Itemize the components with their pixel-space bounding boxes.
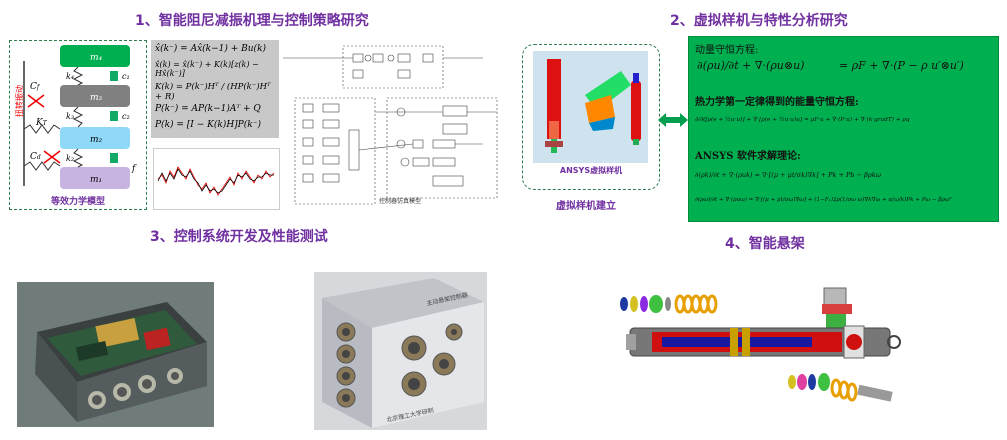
ansys-label: ANSYS虚拟样机	[559, 166, 623, 175]
signal-trace-black	[157, 168, 274, 194]
section-title-4: 4、智能悬架	[725, 236, 805, 252]
kalman-line-1: x̂(k⁻) = Ax̂(k−1) + Bu(k)	[155, 44, 267, 54]
controller-board-svg	[17, 282, 214, 427]
section-title-2: 2、虚拟样机与特性分析研究	[670, 13, 848, 29]
controller-box-photo: 主动悬架控制器 北京理工大学研制	[314, 272, 487, 430]
mass-m2	[60, 127, 130, 149]
eq-k: ∂(ρk)/∂t + ∇·(ρuk) = ∇·[(μ + μt/σk)∇k] +…	[695, 171, 881, 179]
kalman-line-5: P(k) = [I − K(k)H]P(k⁻)	[155, 120, 261, 130]
svg-text:f: f	[131, 164, 137, 174]
virtual-build-label: 虚拟样机建立	[556, 201, 616, 212]
equations-panel: 动量守恒方程: ∂(ρu)/∂t + ∇·(ρu⊗u) = ρF + ∇·(P …	[688, 36, 999, 222]
kalman-line-4: P(k⁻) = AP(k−1)Aᵀ + Q	[155, 104, 261, 114]
kalman-line-3: K(k) = P(k⁻)Hᵀ / (HP(k⁻)Hᵀ + R)	[155, 82, 271, 102]
eq-heading-ansys: ANSYS 软件求解理论:	[695, 151, 801, 162]
section-title-3: 3、控制系统开发及性能测试	[150, 229, 328, 245]
control-block-diagram: 控制器仿真模型	[283, 40, 508, 210]
eq-momentum-right: = ρF + ∇·(P − ρ u′⊗u′)	[839, 59, 964, 72]
mechanical-model-diagram: m₄ m₃ m₂ m₁ k₄ k₃ k₂ c₁ c₂ Cf KT Cd 扭转振动…	[14, 45, 137, 189]
eq-momentum-left: ∂(ρu)/∂t + ∇·(ρu⊗u)	[697, 59, 805, 72]
eq-omega: ∂(ρω)/∂t + ∇·(ρuω) = ∇·[(μ + μt/σω)∇ω] +…	[695, 197, 952, 203]
signal-plot	[153, 148, 280, 210]
svg-text:KT: KT	[35, 118, 48, 128]
eq-heading-energy: 热力学第一定律得到的能量守恒方程:	[695, 97, 859, 108]
svg-text:Cf: Cf	[30, 82, 41, 92]
svg-text:m₂: m₂	[90, 135, 103, 145]
svg-text:k₃: k₃	[66, 112, 74, 121]
mass-m1	[60, 167, 130, 189]
mass-m4	[60, 45, 130, 67]
control-block-caption: 控制器仿真模型	[379, 198, 422, 205]
svg-text:k₂: k₂	[66, 154, 74, 163]
eq-heading-momentum: 动量守恒方程:	[695, 45, 759, 56]
suspension-svg	[620, 287, 901, 402]
svg-text:c₂: c₂	[122, 112, 130, 121]
svg-text:m₁: m₁	[90, 175, 102, 185]
mechanical-model-panel: m₄ m₃ m₂ m₁ k₄ k₃ k₂ c₁ c₂ Cf KT Cd 扭转振动…	[9, 40, 147, 210]
kalman-line-2: x̂(k) = x̂(k⁻) + K(k)[z(k) − Hx̂(k⁻)]	[155, 60, 259, 78]
controller-box-svg	[314, 272, 487, 430]
virtual-prototype-panel: ANSYS虚拟样机	[522, 44, 660, 190]
svg-text:c₁: c₁	[122, 72, 130, 81]
svg-text:k₄: k₄	[66, 72, 74, 81]
control-block-svg	[283, 45, 498, 205]
ansys-model-svg	[545, 59, 641, 153]
model-caption: 等效力学模型	[50, 197, 105, 207]
signal-plot-svg	[157, 166, 275, 196]
kalman-equations-panel: x̂(k⁻) = Ax̂(k−1) + Bu(k) x̂(k) = x̂(k⁻)…	[151, 40, 279, 138]
svg-text:m₃: m₃	[90, 93, 103, 103]
section-title-1: 1、智能阻尼减振机理与控制策略研究	[135, 13, 369, 29]
svg-text:m₄: m₄	[90, 53, 103, 63]
eq-energy: ∂/∂t[ρ(e + ½u·u)] + ∇·[ρ(e + ½u·u)u] = ρ…	[695, 117, 910, 123]
bidirectional-arrow-icon	[658, 113, 688, 127]
controller-board-photo	[17, 282, 214, 427]
mass-m3	[60, 85, 130, 107]
smart-suspension-diagram	[612, 282, 910, 420]
ansys-model-image	[533, 51, 648, 163]
svg-text:Cd: Cd	[30, 152, 41, 162]
svg-text:扭转振动: 扭转振动	[14, 85, 24, 117]
